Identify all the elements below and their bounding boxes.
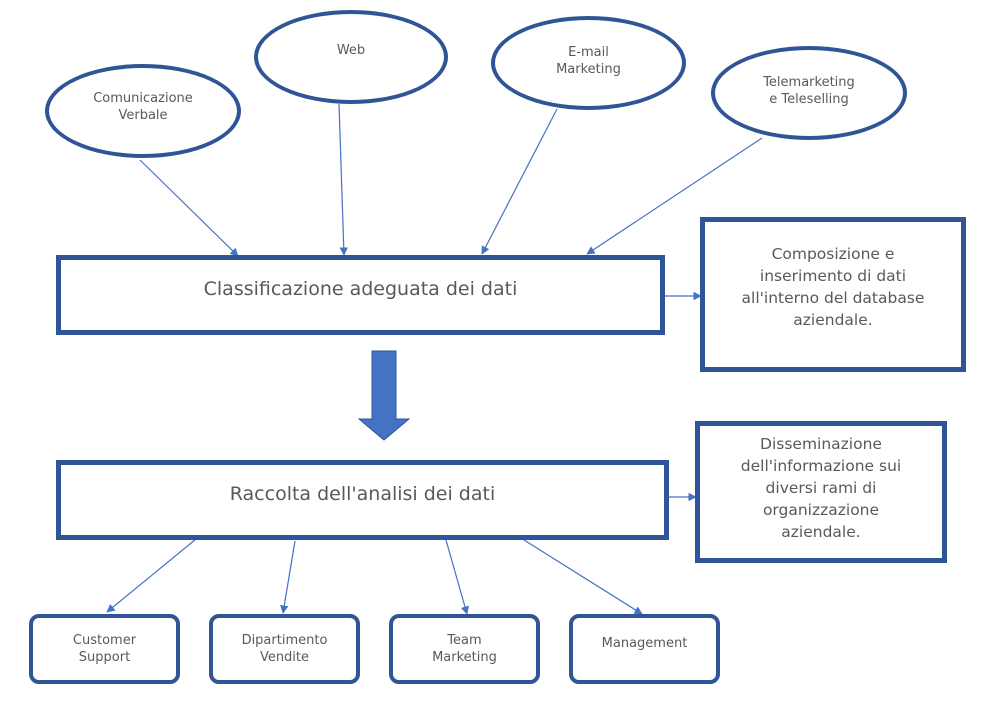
target-label: Dipartimento Vendite bbox=[241, 633, 328, 665]
target-label: Team Marketing bbox=[432, 633, 497, 665]
arrow-analysis-to-management bbox=[523, 539, 643, 615]
target-label: Management bbox=[601, 636, 688, 651]
target-customer-support: Customer Support bbox=[29, 614, 180, 684]
database-label: Composizione e inserimento di dati all'i… bbox=[741, 244, 925, 329]
source-label: Telemarketing e Teleselling bbox=[763, 75, 855, 107]
database-box: Composizione e inserimento di dati all'i… bbox=[700, 217, 966, 372]
arrow-web-to-classification bbox=[338, 103, 348, 256]
arrow-verbale-to-classification bbox=[139, 159, 239, 257]
analysis-box: Raccolta dell'analisi dei dati bbox=[56, 460, 669, 540]
target-dipartimento-vendite: Dipartimento Vendite bbox=[209, 614, 360, 684]
dissemination-box: Disseminazione dell'informazione sui div… bbox=[695, 421, 947, 563]
arrow-analysis-to-dipartimento-vendite bbox=[280, 540, 296, 614]
source-telemarketing: Telemarketing e Teleselling bbox=[711, 46, 907, 140]
source-label: Comunicazione Verbale bbox=[93, 91, 193, 123]
source-label: Web bbox=[336, 43, 366, 58]
source-email-marketing: E-mail Marketing bbox=[491, 16, 686, 110]
classification-label: Classificazione adeguata dei dati bbox=[203, 278, 518, 300]
analysis-label: Raccolta dell'analisi dei dati bbox=[229, 483, 496, 505]
big-down-arrow-icon bbox=[357, 350, 411, 441]
dissemination-label: Disseminazione dell'informazione sui div… bbox=[740, 435, 902, 541]
target-label: Customer Support bbox=[72, 633, 137, 665]
classification-box: Classificazione adeguata dei dati bbox=[56, 255, 665, 335]
target-management: Management bbox=[569, 614, 720, 684]
arrow-email-to-classification bbox=[481, 108, 558, 255]
arrow-tele-to-classification bbox=[586, 137, 763, 255]
target-team-marketing: Team Marketing bbox=[389, 614, 540, 684]
arrow-analysis-to-customer-support bbox=[106, 538, 197, 613]
arrow-analysis-to-team-marketing bbox=[445, 539, 469, 615]
source-web: Web bbox=[254, 10, 448, 104]
source-label: E-mail Marketing bbox=[556, 45, 621, 77]
source-comunicazione-verbale: Comunicazione Verbale bbox=[45, 64, 241, 158]
